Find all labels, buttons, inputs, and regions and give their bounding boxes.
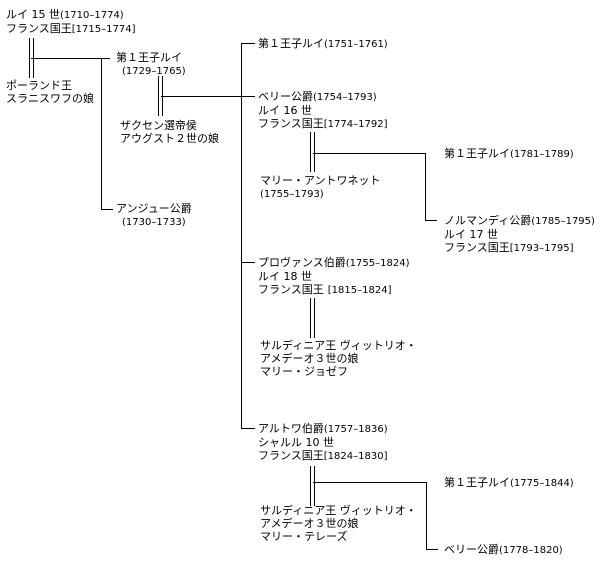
artois-years: (1757–1836) bbox=[323, 424, 388, 435]
charles10-reign: [1824–1830] bbox=[323, 451, 388, 462]
sardinia-b-line1: サルディニア王 ヴィットリオ・ bbox=[260, 504, 417, 517]
first-prince-b-years: (1781–1789) bbox=[510, 149, 574, 160]
node-berry-louis16: ベリー公爵(1754–1793) ルイ 16 世 フランス国王[1774–179… bbox=[258, 90, 387, 131]
provence-name: プロヴァンス伯爵 bbox=[258, 256, 346, 269]
marriage-line-provence bbox=[310, 298, 315, 338]
connector-dauphin-anjou bbox=[101, 58, 102, 209]
node-sardinia-marie-josephe: サルディニア王 ヴィットリオ・ アメデーオ３世の娘 マリー・ジョゼフ bbox=[260, 339, 417, 378]
connector-artois bbox=[241, 428, 255, 429]
normandie-name: ノルマンディ公爵 bbox=[444, 214, 532, 227]
connector-first-prince-a bbox=[241, 43, 255, 44]
louis16-title: フランス国王 bbox=[258, 117, 324, 130]
sardinia-a-line2: アメデーオ３世の娘 bbox=[260, 352, 359, 365]
node-normandie-louis17: ノルマンディ公爵(1785–1795) ルイ 17 世 フランス国王[1793–… bbox=[444, 214, 595, 255]
normandie-years: (1785–1795) bbox=[531, 216, 595, 227]
connector-louis16-children bbox=[313, 153, 426, 154]
first-prince-b-name: 第１王子ルイ bbox=[444, 147, 510, 160]
marriage-line-artois bbox=[310, 466, 315, 506]
connector-artois-spine bbox=[426, 482, 427, 549]
first-prince-a-name: 第１王子ルイ bbox=[258, 37, 324, 50]
marriage-line-louis16 bbox=[310, 132, 315, 172]
node-first-prince-c: 第１王子ルイ(1775–1844) bbox=[444, 476, 574, 490]
node-berry2: ベリー公爵(1778–1820) bbox=[444, 543, 563, 557]
louis17-name: ルイ 17 世 bbox=[444, 228, 498, 241]
first-prince-c-name: 第１王子ルイ bbox=[444, 476, 510, 489]
first-prince-a-years: (1751–1761) bbox=[324, 39, 388, 50]
first-prince-c-years: (1775–1844) bbox=[510, 478, 574, 489]
connector-berry2 bbox=[426, 549, 438, 550]
saxony-line2: アウグスト２世の娘 bbox=[120, 132, 219, 145]
artois-name: アルトワ伯爵 bbox=[258, 422, 324, 435]
node-first-prince-b: 第１王子ルイ(1781–1789) bbox=[444, 147, 574, 161]
sardinia-a-line3: マリー・ジョゼフ bbox=[260, 365, 348, 378]
spine-grandchildren bbox=[241, 43, 242, 429]
louis16-name: ルイ 16 世 bbox=[258, 104, 312, 117]
anjou-years: (1730–1733) bbox=[122, 217, 186, 228]
louis15-reign: [1715–1774] bbox=[71, 24, 136, 35]
berry-name: ベリー公爵 bbox=[258, 90, 313, 103]
berry-years: (1754–1793) bbox=[313, 92, 377, 103]
louis15-title: フランス国王 bbox=[6, 22, 72, 35]
node-louis15: ルイ 15 世(1710–1774) フランス国王[1715–1774] bbox=[6, 8, 135, 36]
louis18-reign: [1815–1824] bbox=[327, 285, 392, 296]
sardinia-b-line3: マリー・テレーズ bbox=[260, 530, 348, 543]
dauphin-years: (1729–1765) bbox=[122, 66, 186, 77]
sardinia-a-line1: サルディニア王 ヴィットリオ・ bbox=[260, 339, 417, 352]
connector-louis16-spine bbox=[425, 153, 426, 220]
louis17-title: フランス国王 bbox=[444, 241, 510, 254]
berry2-name: ベリー公爵 bbox=[444, 543, 499, 556]
polish-princess-line1: ポーランド王 bbox=[6, 79, 72, 92]
connector-provence bbox=[241, 262, 255, 263]
node-polish-princess: ポーランド王 スラニスワフの娘 bbox=[6, 79, 94, 105]
louis17-reign: [1793–1795] bbox=[509, 243, 574, 254]
anjou-name: アンジュー公爵 bbox=[116, 202, 192, 215]
louis18-title: フランス国王 bbox=[258, 283, 324, 296]
node-dauphin-louis: 第１王子ルイ (1729–1765) bbox=[116, 51, 186, 78]
dauphin-name: 第１王子ルイ bbox=[116, 51, 182, 64]
louis16-reign: [1774–1792] bbox=[323, 119, 388, 130]
marie-antoinette-years: (1755–1793) bbox=[260, 189, 324, 200]
connector-louis15-children bbox=[31, 58, 110, 59]
provence-years: (1755–1824) bbox=[345, 258, 410, 269]
connector-dauphin-children bbox=[161, 96, 242, 97]
node-anjou: アンジュー公爵 (1730–1733) bbox=[116, 202, 192, 229]
node-provence-louis18: プロヴァンス伯爵(1755–1824) ルイ 18 世 フランス国王[1815–… bbox=[258, 256, 409, 297]
connector-normandie bbox=[425, 220, 437, 221]
node-artois-charles10: アルトワ伯爵(1757–1836) シャルル 10 世 フランス国王[1824–… bbox=[258, 422, 388, 463]
saxony-line1: ザクセン選帝侯 bbox=[120, 119, 197, 132]
marie-antoinette-name: マリー・アントワネット bbox=[260, 174, 381, 187]
berry2-years: (1778–1820) bbox=[499, 545, 563, 556]
louis15-years: (1710–1774) bbox=[60, 10, 124, 21]
charles10-title: フランス国王 bbox=[258, 449, 324, 462]
louis18-name: ルイ 18 世 bbox=[258, 270, 312, 283]
node-saxony-princess: ザクセン選帝侯 アウグスト２世の娘 bbox=[120, 119, 219, 145]
node-marie-antoinette: マリー・アントワネット (1755–1793) bbox=[260, 174, 381, 201]
louis15-name: ルイ 15 世 bbox=[6, 8, 60, 21]
polish-princess-line2: スラニスワフの娘 bbox=[6, 92, 94, 105]
connector-anjou bbox=[101, 209, 113, 210]
charles10-name: シャルル 10 世 bbox=[258, 436, 334, 449]
sardinia-b-line2: アメデーオ３世の娘 bbox=[260, 517, 359, 530]
connector-artois-children bbox=[313, 482, 427, 483]
node-sardinia-marie-therese: サルディニア王 ヴィットリオ・ アメデーオ３世の娘 マリー・テレーズ bbox=[260, 504, 417, 543]
connector-berry bbox=[241, 96, 255, 97]
node-first-prince-a: 第１王子ルイ(1751–1761) bbox=[258, 37, 388, 51]
